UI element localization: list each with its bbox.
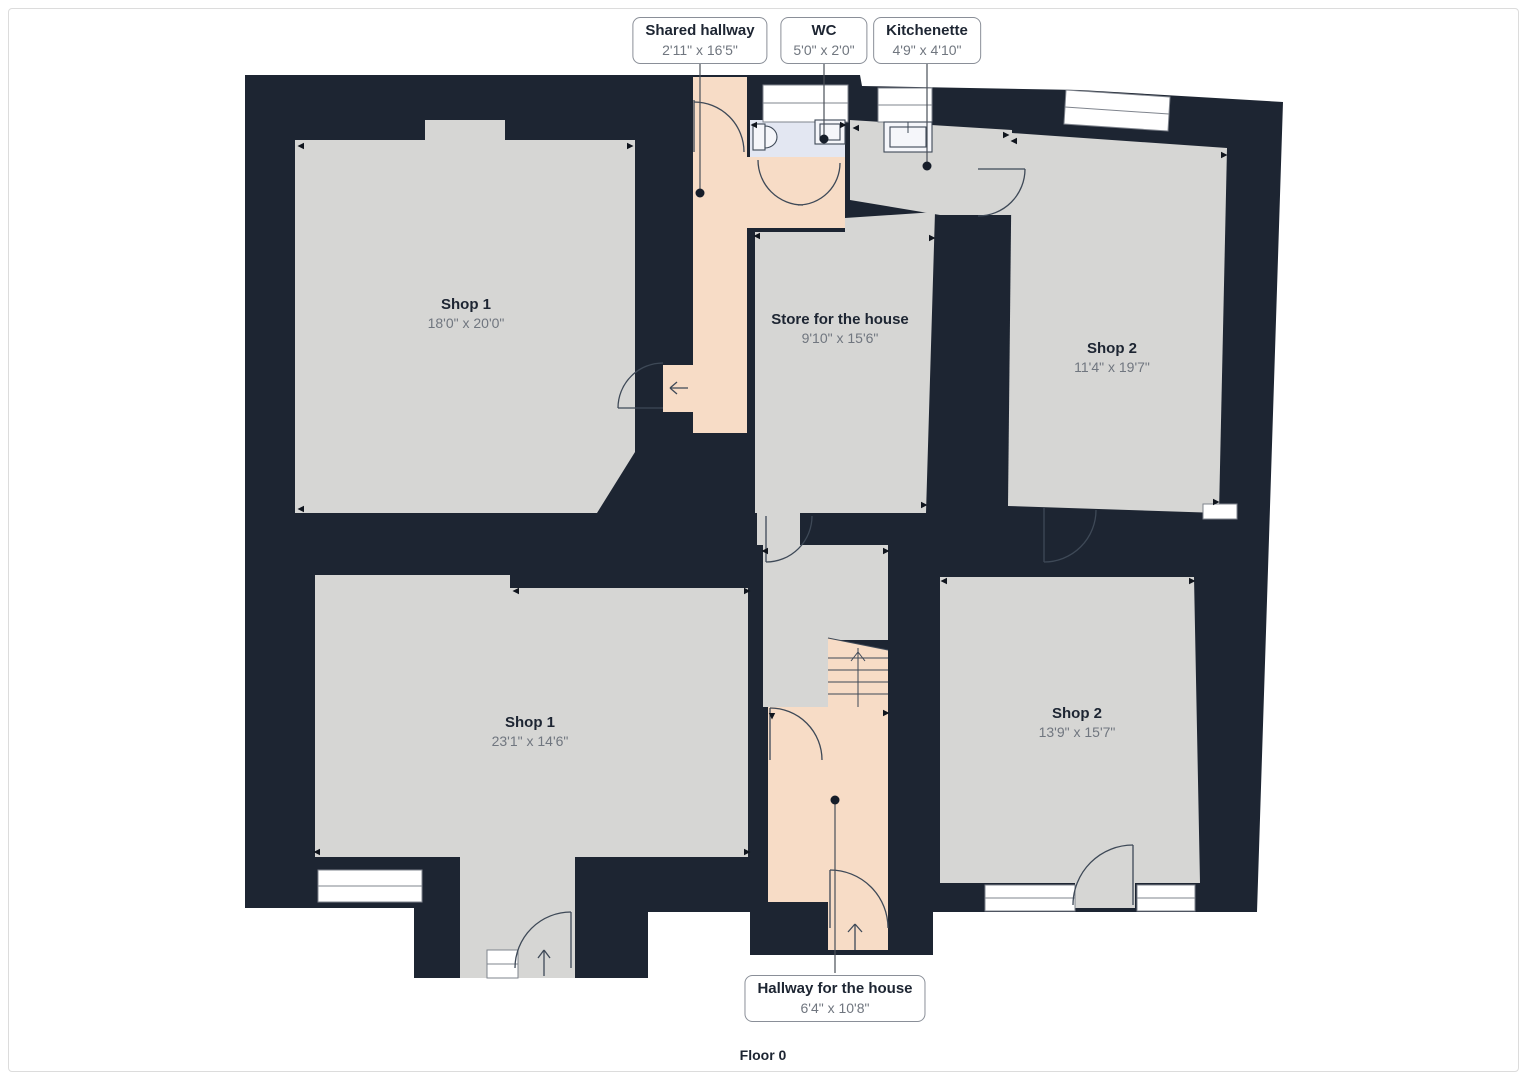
door-shop2-top-bottom	[1043, 508, 1097, 563]
callout-name: Kitchenette	[886, 22, 968, 39]
room-shop1-bottom-floor	[315, 575, 748, 978]
room-name: Shop 1	[440, 296, 491, 313]
doors	[514, 100, 1134, 969]
room-name: Shop 2	[1086, 340, 1137, 357]
toilet-tank	[752, 123, 766, 151]
stairs	[827, 637, 889, 707]
room-label-shop1-top: Shop 1 18'0" x 20'0"	[428, 295, 505, 333]
room-dims: 18'0" x 20'0"	[427, 315, 505, 331]
fixtures	[752, 119, 933, 153]
entrance-arrows	[537, 381, 863, 976]
floor-label: Floor 0	[739, 1047, 787, 1063]
entrance-arrow-shop1	[537, 949, 551, 976]
room-landing-floor	[763, 545, 888, 707]
callout-house-hallway: Hallway for the house 6'4" x 10'8"	[744, 975, 926, 1022]
doorway-arrow-left	[669, 381, 688, 395]
room-shop2-top-floor	[1008, 133, 1227, 513]
door-shared-hallway-top	[693, 100, 745, 153]
door-shop1-hallway	[617, 362, 664, 409]
entrance-arrow-main	[847, 923, 863, 950]
door-store-landing	[765, 515, 813, 563]
callout-name: Hallway for the house	[757, 980, 913, 997]
room-dims: 13'9" x 15'7"	[1038, 724, 1116, 740]
callout-name: Shared hallway	[645, 22, 755, 39]
callout-wc: WC 5'0" x 2'0"	[780, 17, 868, 64]
door-landing-hallway	[769, 707, 823, 761]
room-floors	[295, 77, 1227, 978]
door-shop2-entrance	[1072, 844, 1134, 906]
room-dims: 23'1" x 14'6"	[491, 733, 569, 749]
room-label-shop2-bottom: Shop 2 13'9" x 15'7"	[1039, 704, 1116, 742]
room-shop1-top-floor	[295, 120, 635, 513]
room-name: Store for the house	[771, 311, 909, 328]
room-dims: 9'10" x 15'6"	[801, 330, 879, 346]
room-label-shop2-top: Shop 2 11'4" x 19'7"	[1074, 339, 1150, 377]
room-house-hallway-floor	[768, 707, 888, 950]
door-wc-lobby-left	[757, 159, 804, 206]
stairs-up-arrow	[850, 651, 866, 700]
callout-dims: 6'4" x 10'8"	[800, 1000, 870, 1016]
room-name: Shop 1	[504, 714, 555, 731]
room-store-floor	[755, 212, 935, 545]
callout-name: WC	[811, 22, 837, 39]
room-name: Shop 2	[1051, 705, 1102, 722]
callout-dims: 2'11" x 16'5"	[662, 42, 738, 58]
leader-lines	[695, 63, 932, 973]
room-shop2-bottom-floor	[940, 577, 1200, 908]
callout-dims: 5'0" x 2'0"	[793, 42, 855, 58]
door-main-entrance	[829, 869, 889, 929]
callout-kitchenette: Kitchenette 4'9" x 4'10"	[873, 17, 981, 64]
callout-dims: 4'9" x 4'10"	[892, 42, 962, 58]
room-label-shop1-bottom: Shop 1 23'1" x 14'6"	[492, 713, 569, 751]
room-label-store: Store for the house 9'10" x 15'6"	[771, 310, 909, 348]
room-shared-hallway-floor	[693, 77, 845, 433]
door-shop1-entrance	[514, 911, 572, 969]
toilet-bowl	[764, 125, 778, 149]
corner-markers	[297, 121, 1228, 856]
window	[1202, 503, 1238, 520]
callout-shared-hallway: Shared hallway 2'11" x 16'5"	[632, 17, 768, 64]
windows	[317, 84, 1238, 979]
room-dims: 11'4" x 19'7"	[1074, 359, 1150, 375]
door-kitchenette-shop2	[977, 168, 1026, 217]
door-wc-lobby-right	[797, 162, 841, 206]
